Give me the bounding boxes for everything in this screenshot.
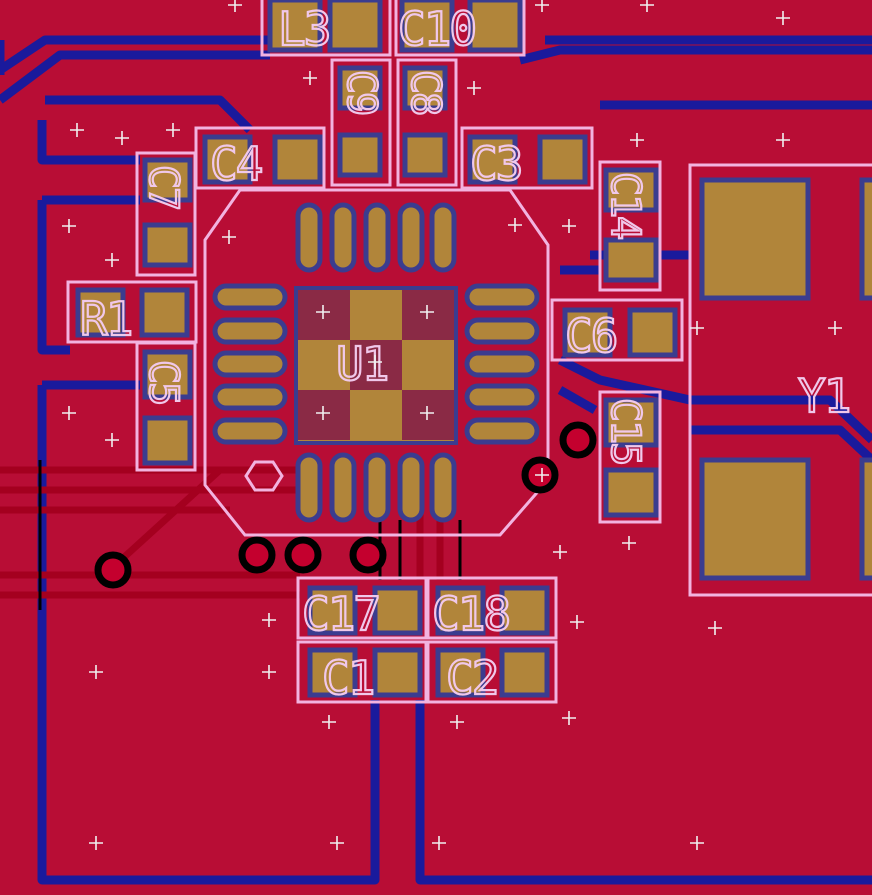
label-u1: U1 bbox=[336, 337, 387, 391]
component-c2: C2 bbox=[426, 640, 558, 706]
component-l3: L3 bbox=[260, 0, 392, 57]
component-c7: C7 bbox=[135, 151, 197, 277]
label-y1: Y1 bbox=[798, 369, 849, 423]
component-c8: C8 bbox=[396, 58, 458, 187]
label-c6: C6 bbox=[565, 309, 616, 363]
component-c3: C3 bbox=[460, 126, 594, 192]
vias bbox=[94, 421, 597, 589]
label-c9: C9 bbox=[338, 70, 384, 114]
label-c18: C18 bbox=[432, 587, 509, 641]
grid-markers bbox=[62, 0, 842, 850]
label-c10: C10 bbox=[398, 2, 475, 56]
label-c15: C15 bbox=[602, 398, 648, 464]
label-c14: C14 bbox=[602, 172, 648, 239]
component-c18: C18 bbox=[426, 576, 558, 642]
label-c3: C3 bbox=[470, 137, 521, 191]
component-c17: C17 bbox=[296, 576, 428, 642]
component-c15: C15 bbox=[598, 390, 662, 524]
label-c7: C7 bbox=[140, 165, 186, 209]
component-c9: C9 bbox=[330, 58, 392, 187]
label-c2: C2 bbox=[446, 651, 497, 705]
component-r1: R1 bbox=[66, 280, 198, 347]
label-c4: C4 bbox=[210, 137, 262, 191]
component-c1: C1 bbox=[296, 640, 428, 706]
label-c5: C5 bbox=[140, 360, 186, 404]
component-c14: C14 bbox=[598, 160, 662, 292]
component-c10: C10 bbox=[394, 0, 526, 57]
label-l3: L3 bbox=[278, 2, 329, 56]
label-c1: C1 bbox=[322, 651, 373, 705]
label-c8: C8 bbox=[402, 70, 448, 114]
component-c4: C4 bbox=[194, 126, 326, 192]
label-r1: R1 bbox=[80, 292, 131, 346]
label-c17: C17 bbox=[302, 587, 379, 641]
component-c5: C5 bbox=[135, 341, 197, 472]
component-y1: Y1 bbox=[688, 163, 872, 597]
component-c6: C6 bbox=[550, 298, 684, 364]
